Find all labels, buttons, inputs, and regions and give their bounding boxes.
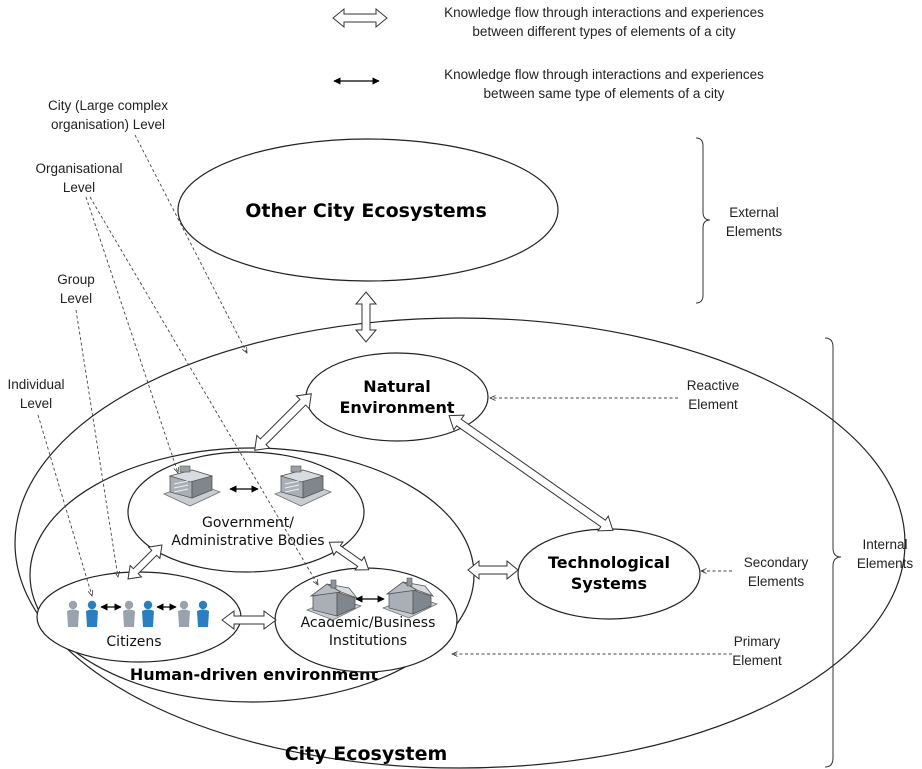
inter-arrow-citizens-academic [221,610,277,630]
city-ecosystem-ellipse [14,317,906,769]
level-org-line1: Organisational [35,161,122,176]
secondary-line2: Elements [748,574,805,589]
external-elements-brace [695,137,711,304]
inter-arrow-natural-gov [254,393,312,451]
internal-elements-brace [824,337,842,768]
government-ellipse [127,451,365,573]
level-city-line1: City (Large complex [48,98,168,113]
government-line2: Administrative Bodies [171,533,324,549]
reactive-line2: Element [688,397,738,412]
primary-line1: Primary [734,634,781,649]
level-city-line2: organisation) Level [51,117,165,132]
inter-arrow-gov-citizens [127,544,163,580]
primary-line2: Element [732,653,782,668]
pointer-org-level-gov [85,196,178,473]
academic-business-line2: Institutions [329,633,407,649]
legend-intra-line1: Knowledge flow through interactions and … [444,67,764,82]
level-group-line2: Level [60,291,92,306]
pointer-org-level-academic [89,196,318,585]
inter-arrow-other-city [354,291,378,343]
legend-inter-line2: between different types of elements of a… [472,24,735,39]
citizens-label: Citizens [106,634,161,650]
legend-inter-arrow-icon [332,7,388,29]
technological-systems-line1: Technological [548,553,670,572]
secondary-line1: Secondary [744,555,809,570]
natural-environment-line2: Environment [339,398,454,417]
inter-arrow-human-tech [467,559,519,581]
inter-arrow-gov-academic [328,541,370,571]
technological-systems-line2: Systems [571,574,647,593]
internal-line2: Elements [857,556,914,571]
level-org-line2: Level [63,180,95,195]
internal-line1: Internal [862,537,907,552]
level-individual-line2: Level [20,396,52,411]
other-city-ecosystems-ellipse [177,138,559,282]
reactive-line1: Reactive [687,378,740,393]
inter-arrow-natural-tech [448,414,614,532]
legend-inter-line1: Knowledge flow through interactions and … [444,5,764,20]
government-line1: Government/ [202,515,294,531]
city-ecosystem-label: City Ecosystem [285,743,448,765]
academic-business-line1: Academic/Business [301,615,436,631]
pointer-group-level [75,309,118,577]
natural-environment-line1: Natural [363,377,430,396]
external-line2: Elements [726,224,783,239]
other-city-ecosystems-label: Other City Ecosystems [245,200,487,222]
human-driven-environment-label: Human-driven environment [130,665,379,684]
pointer-individual-level [37,414,92,596]
level-individual-line1: Individual [7,377,64,392]
external-line1: External [729,205,779,220]
inter-flow-arrows [127,291,614,630]
pointer-city-level [134,134,247,353]
legend-intra-line2: between same type of elements of a city [484,86,725,101]
level-group-line1: Group [57,272,95,287]
